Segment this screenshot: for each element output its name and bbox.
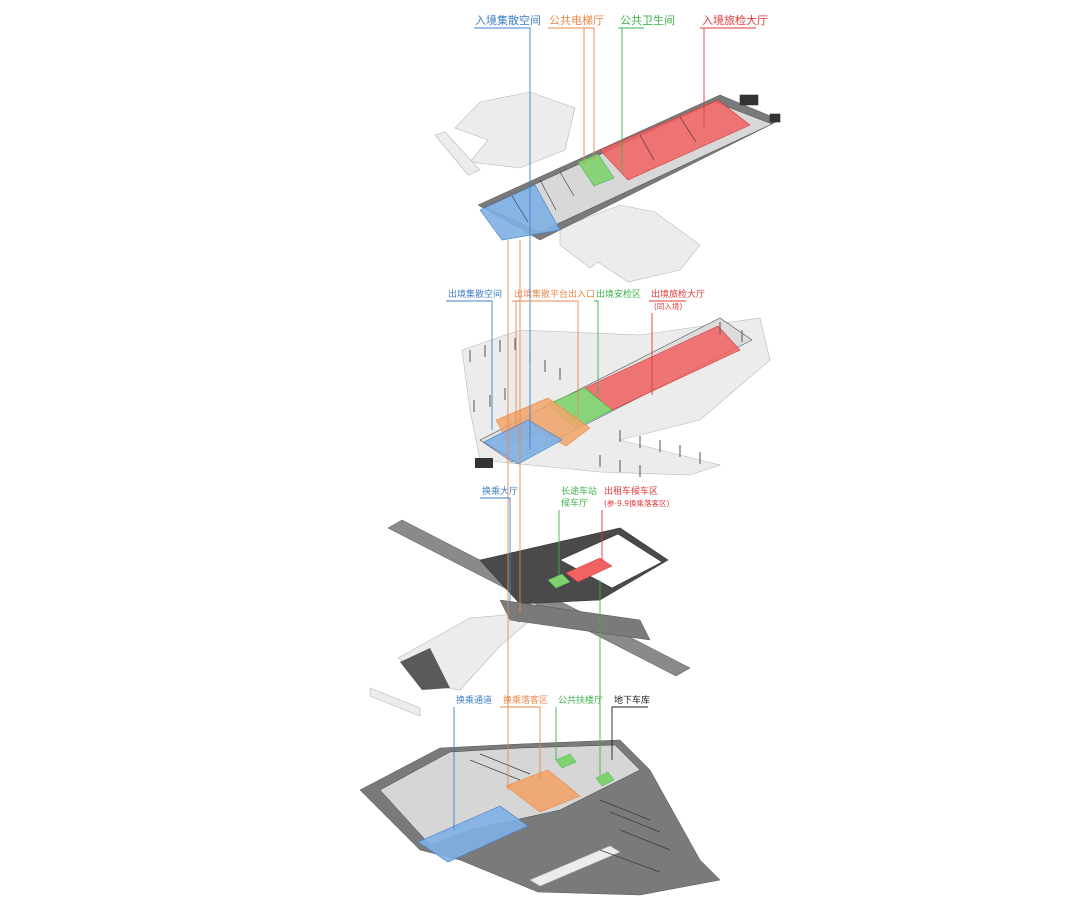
leader-transfer-hall xyxy=(480,497,511,606)
label-departure-platform: 出境集散平台出入口 xyxy=(514,288,595,300)
leader-public-elevator xyxy=(548,27,595,160)
level-1-west-plaza xyxy=(454,91,576,169)
level-4-parking-lines xyxy=(469,753,671,873)
level-4-labels: 换乘通道 换乘落客区 公共扶楼厅 地下车库 xyxy=(456,694,650,706)
leader-departure-security xyxy=(594,300,599,395)
level-3-bus-hall-area xyxy=(559,533,663,589)
level-1-partitions xyxy=(511,94,781,223)
level-1-floor-plate xyxy=(434,91,781,283)
leader-departure-platform xyxy=(512,300,579,418)
leader-transfer-dropoff xyxy=(500,706,541,780)
level-1-labels: 入境集散空间 公共电梯厅 公共卫生间 入境旅检大厅 xyxy=(475,13,768,27)
label-parking-zone-sub: (参-9.9换乘落客区) xyxy=(604,498,670,508)
level-4-floor-plate xyxy=(359,687,721,896)
public-stair-hall-zone xyxy=(555,753,577,769)
label-parking-zone: 出租车候车区 xyxy=(604,485,658,497)
level-1-east-plaza xyxy=(559,204,701,283)
level-1-walkway xyxy=(434,131,481,176)
public-stair-hall-zone-2 xyxy=(595,771,615,787)
label-departure-gathering: 出境集散空间 xyxy=(448,288,502,300)
leader-departure-gathering xyxy=(446,300,493,430)
transfer-dropoff-zone xyxy=(505,769,581,813)
label-public-toilet: 公共卫生间 xyxy=(620,13,675,27)
arrival-gathering-zone xyxy=(479,184,561,241)
label-transfer-passage: 换乘通道 xyxy=(456,694,492,706)
transfer-passage-zone xyxy=(417,805,529,863)
level-3-labels: 换乘大厅 长途车站 候车厅 出租车候车区 (参-9.9换乘落客区) xyxy=(482,485,670,509)
level-2-labels: 出境集散空间 出境集散平台出入口 出境安检区 出境旅检大厅 (同入境) xyxy=(448,288,705,311)
public-facilities-zone-l1 xyxy=(577,153,615,187)
leader-underground-garage xyxy=(611,706,648,760)
level-3-floor-plate xyxy=(387,519,691,691)
label-public-elevator: 公共电梯厅 xyxy=(549,14,604,27)
label-departure-inspection-sub: (同入境) xyxy=(654,301,682,311)
departure-gathering-zone xyxy=(483,419,563,465)
level-3-building-south xyxy=(499,599,651,641)
level-2-floor-plate xyxy=(461,317,771,477)
bus-station-zone xyxy=(547,573,571,589)
level-4-south-corridor xyxy=(529,845,621,887)
arrival-inspection-hall-zone xyxy=(599,99,751,181)
label-arrival-gathering: 入境集散空间 xyxy=(475,13,541,27)
label-bus-station: 长途车站 xyxy=(561,485,597,497)
label-public-stair-hall: 公共扶楼厅 xyxy=(558,694,603,706)
label-bus-station-sub: 候车厅 xyxy=(561,497,588,509)
label-underground-garage: 地下车库 xyxy=(614,694,650,706)
label-departure-inspection: 出境旅检大厅 xyxy=(651,288,705,300)
level-3-dark-patch xyxy=(400,648,450,690)
taxi-waiting-zone xyxy=(565,557,613,583)
label-transfer-dropoff: 换乘落客区 xyxy=(503,694,548,706)
label-transfer-hall: 换乘大厅 xyxy=(482,485,518,497)
leader-lines xyxy=(446,27,756,830)
label-arrival-inspection: 入境旅检大厅 xyxy=(702,13,768,27)
level-2-entry-block xyxy=(475,458,493,468)
label-departure-security: 出境安检区 xyxy=(596,288,641,300)
level-4-west-corridor xyxy=(369,687,421,717)
leader-arrival-gathering xyxy=(474,27,531,215)
